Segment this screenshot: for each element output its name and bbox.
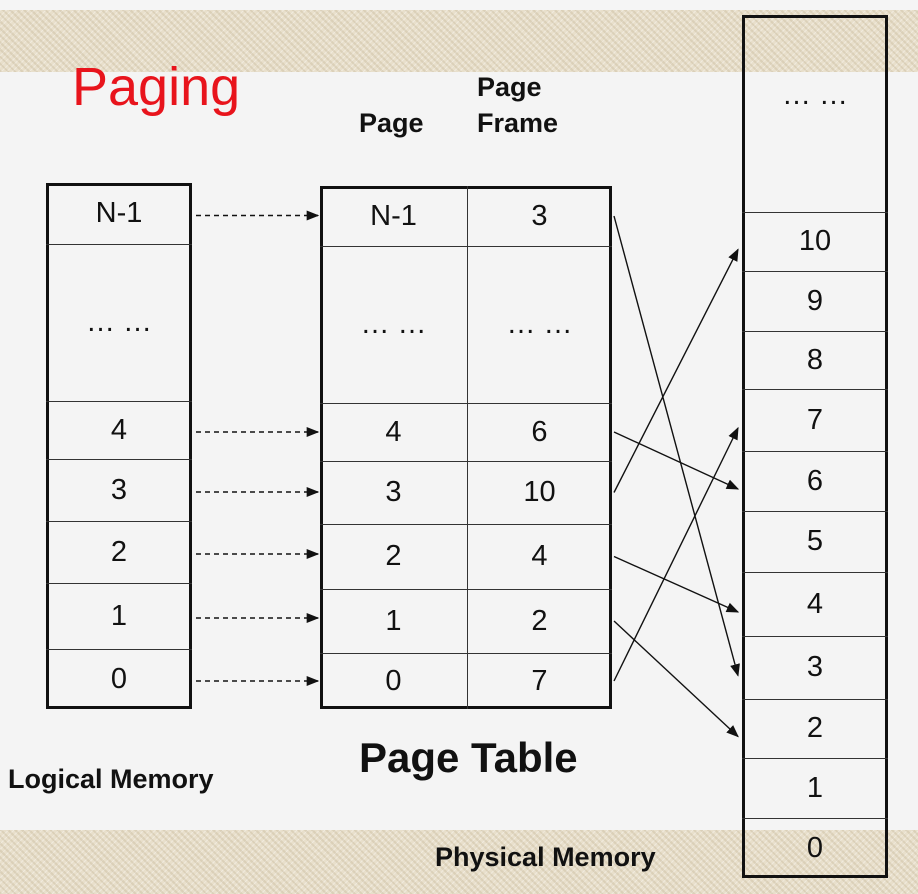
logical-memory-cell: 3: [110, 473, 128, 506]
page-table-page-cell: 0: [385, 664, 402, 697]
physical-memory-cell: 1: [806, 771, 824, 804]
page-table-page-cell: 1: [385, 604, 402, 637]
page-table-border: [320, 186, 612, 709]
page-frame-header-line1: Page: [477, 72, 542, 102]
logical-memory-border: [46, 183, 192, 709]
page-table-page-cell: 3: [385, 476, 402, 508]
physical-memory-cell: 9: [806, 284, 824, 317]
logical-memory-row-divider: [46, 649, 192, 650]
physical-memory-cell: 6: [806, 464, 824, 497]
page-table-frame-cell: 4: [531, 540, 548, 572]
physical-memory-row-divider: [742, 389, 888, 390]
logical-memory-cell: 1: [110, 599, 128, 632]
physical-memory-row-divider: [742, 699, 888, 700]
physical-memory-row-divider: [742, 636, 888, 637]
page-table-frame-cell: 6: [531, 415, 548, 448]
page-table-column-divider: [467, 186, 468, 709]
page-table-frame-cell: 2: [531, 604, 548, 637]
physical-memory-row-divider: [742, 818, 888, 819]
page-table-row-divider: [320, 524, 612, 525]
page-table-to-frame-arrow: [613, 555, 740, 613]
page-table-frame-cell: 7: [531, 664, 548, 697]
logical-memory-cell: N-1: [95, 197, 143, 229]
page-table-frame-cell: 10: [523, 476, 556, 508]
physical-memory-cell: 4: [806, 587, 824, 620]
physical-memory-cell: 8: [806, 343, 824, 376]
page-table-page-cell: 2: [385, 540, 402, 572]
physical-memory-row-divider: [742, 572, 888, 573]
physical-memory-row-divider: [742, 212, 888, 213]
page-table-to-frame-arrow: [613, 215, 740, 677]
physical-memory-cell: 3: [806, 651, 824, 683]
page-table-to-frame-arrow: [613, 620, 739, 738]
logical-memory-caption: Logical Memory: [8, 764, 214, 794]
physical-memory-cell: … …: [781, 79, 849, 111]
physical-memory-row-divider: [742, 331, 888, 332]
page-table-row-divider: [320, 461, 612, 462]
physical-memory-row-divider: [742, 511, 888, 512]
physical-memory-cell: 0: [806, 831, 824, 864]
page-table-caption: Page Table: [359, 734, 578, 781]
page-frame-header-line2: Frame: [477, 108, 559, 138]
page-table-row-divider: [320, 653, 612, 654]
logical-memory-cell: 2: [110, 535, 128, 568]
page-table-row-divider: [320, 589, 612, 590]
physical-memory-row-divider: [742, 451, 888, 452]
page-table-row-divider: [320, 246, 612, 247]
logical-memory-row-divider: [46, 583, 192, 584]
logical-memory-cell: … …: [85, 306, 153, 338]
page-table-page-cell: … …: [360, 308, 427, 340]
page-table-page-cell: 4: [385, 415, 402, 448]
page-table-row-divider: [320, 403, 612, 404]
physical-memory-cell: 5: [806, 525, 824, 557]
physical-memory-border: [742, 15, 888, 878]
physical-memory-cell: 2: [806, 712, 824, 744]
page-column-header: Page: [359, 108, 424, 138]
logical-memory-row-divider: [46, 459, 192, 460]
physical-memory-cell: 10: [798, 225, 832, 257]
logical-memory-cell: 4: [110, 413, 128, 446]
logical-memory-cell: 0: [110, 662, 128, 695]
logical-memory-row-divider: [46, 401, 192, 402]
logical-memory-row-divider: [46, 521, 192, 522]
background-band-bottom: [0, 830, 918, 894]
page-table-to-frame-arrow: [613, 248, 739, 493]
background-band-top: [0, 10, 918, 72]
logical-memory-row-divider: [46, 244, 192, 245]
page-table-frame-cell: 3: [531, 199, 548, 232]
physical-memory-row-divider: [742, 271, 888, 272]
page-table-to-frame-arrow: [613, 431, 740, 490]
physical-memory-caption: Physical Memory: [435, 842, 656, 872]
page-table-to-frame-arrow: [613, 426, 739, 682]
page-table-page-cell: N-1: [370, 199, 417, 232]
physical-memory-row-divider: [742, 758, 888, 759]
physical-memory-cell: 7: [806, 403, 824, 436]
slide-title: Paging: [72, 57, 241, 117]
page-table-frame-cell: … …: [506, 308, 573, 340]
